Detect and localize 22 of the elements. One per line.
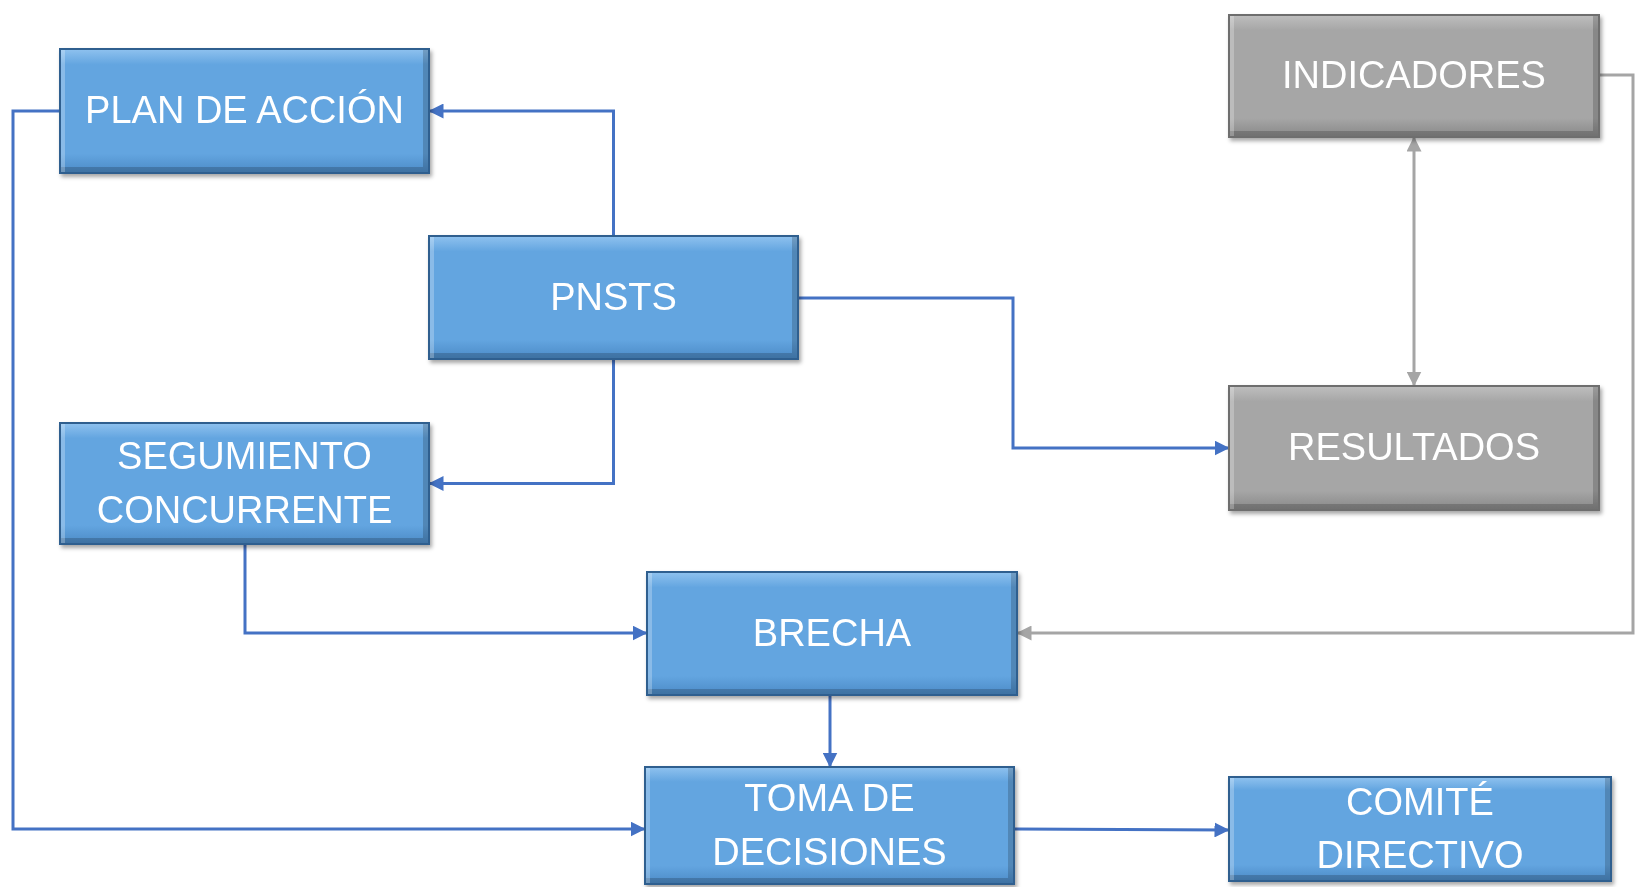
process-box bbox=[1228, 14, 1600, 138]
process-box bbox=[1228, 385, 1600, 511]
box-label: SEGUMIENTO CONCURRENTE bbox=[95, 434, 394, 533]
process-box bbox=[428, 235, 799, 360]
box-label: RESULTADOS bbox=[1288, 425, 1540, 471]
arrow bbox=[11, 109, 646, 837]
process-box bbox=[644, 766, 1015, 885]
box-label: TOMA DE DECISIONES bbox=[711, 776, 948, 875]
arrow bbox=[822, 696, 838, 768]
box-label: INDICADORES bbox=[1282, 53, 1546, 99]
arrow bbox=[1406, 136, 1422, 387]
process-box bbox=[646, 571, 1018, 696]
arrow bbox=[799, 296, 1230, 456]
box-label: COMITÉ DIRECTIVO bbox=[1315, 779, 1525, 878]
box-label: PLAN DE ACCIÓN bbox=[85, 88, 404, 134]
arrow bbox=[243, 545, 648, 641]
box-label: PNSTS bbox=[550, 274, 677, 320]
process-box bbox=[59, 422, 430, 545]
process-box bbox=[1228, 776, 1612, 882]
box-label: BRECHA bbox=[752, 610, 912, 656]
arrow bbox=[1015, 822, 1230, 838]
process-box bbox=[59, 48, 430, 174]
